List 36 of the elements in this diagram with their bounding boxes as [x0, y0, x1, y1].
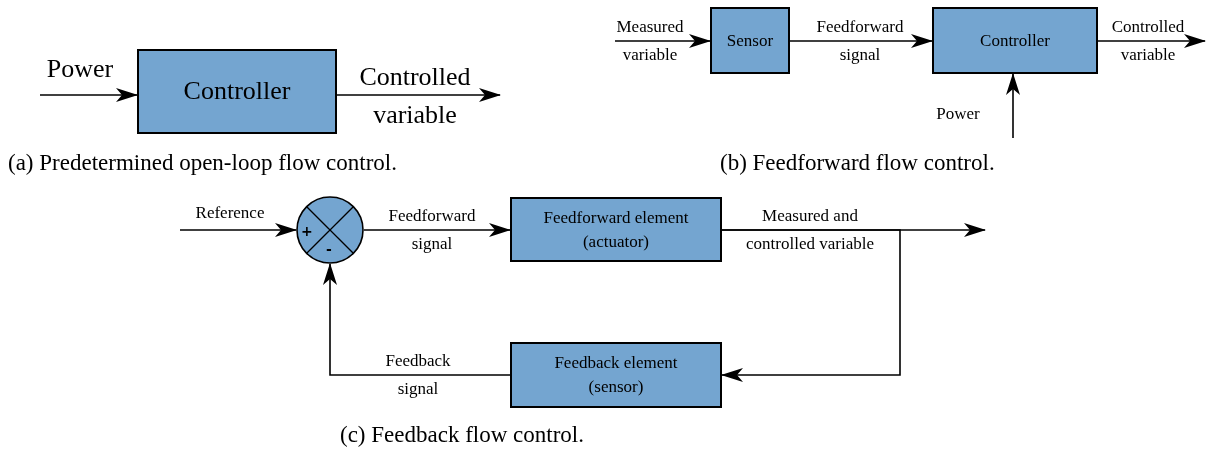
sign-label: - [326, 242, 332, 256]
block-label: Sensor [726, 29, 774, 52]
arrow [1006, 73, 1020, 139]
block-box [137, 49, 337, 134]
block-box [710, 7, 790, 74]
arrow [614, 34, 711, 48]
edge-label: Controlled variable [358, 61, 472, 131]
block-box [932, 7, 1098, 74]
arrow [363, 223, 511, 237]
edge-label: Power [935, 103, 981, 125]
edge-label: Feedback signal [384, 350, 452, 400]
edge-label: Controlled variable [1110, 16, 1186, 66]
block-box [510, 197, 722, 262]
edge-label: Feedforward signal [815, 16, 905, 66]
arrow [1097, 34, 1206, 48]
block-box [510, 342, 722, 408]
block-label: Controller [980, 29, 1050, 52]
arrow [323, 263, 511, 376]
arrow [336, 88, 501, 102]
edge-label: Power [45, 54, 115, 84]
edge-label: Feedforward signal [387, 205, 477, 255]
summing-junction [296, 196, 364, 264]
edge-label: Measured variable [615, 16, 685, 66]
sign-label: + [301, 224, 313, 238]
figure-caption: (b) Feedforward flow control. [720, 149, 995, 177]
arrow [39, 88, 138, 102]
edge-label: Measured and controlled variable [745, 205, 875, 255]
arrow [179, 223, 297, 237]
block-label: Feedforward element (actuator) [542, 206, 690, 253]
arrow [721, 229, 901, 382]
arrow [789, 34, 933, 48]
figure-caption: (a) Predetermined open-loop flow control. [8, 149, 397, 177]
block-label: Controller [183, 75, 291, 108]
figure-caption: (c) Feedback flow control. [340, 421, 584, 449]
block-label: Feedback element (sensor) [553, 352, 679, 398]
edge-label: Reference [194, 202, 266, 224]
